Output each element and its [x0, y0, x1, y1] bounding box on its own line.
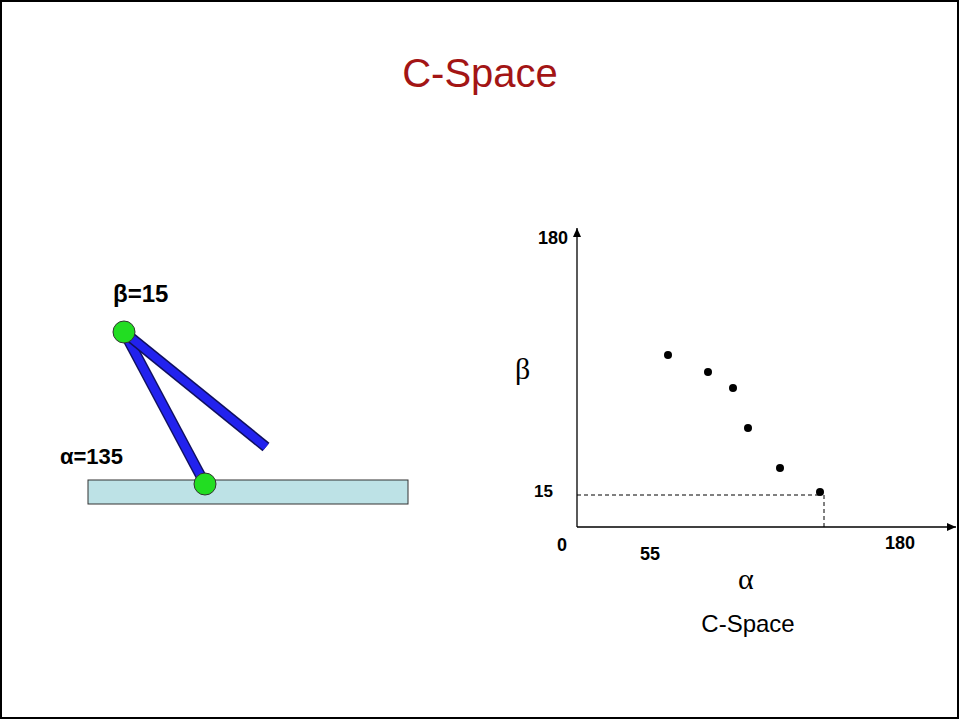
axis-name: β [515, 352, 530, 387]
config-points [664, 351, 824, 496]
axis-tick: 55 [640, 544, 660, 565]
axis-name: α [738, 562, 754, 597]
joint [113, 321, 135, 343]
y-axis [576, 228, 577, 527]
base-plate [88, 480, 408, 504]
slide-title: C-Space [402, 50, 558, 96]
guide-line [824, 495, 825, 527]
axis-tick: 180 [885, 533, 915, 554]
joint-angle-label: α=135 [60, 444, 123, 469]
joint [194, 473, 216, 495]
axis-tick: 180 [538, 228, 568, 249]
axis-tick: 0 [557, 535, 567, 556]
guide-line [577, 495, 822, 496]
axis-tick: 15 [534, 482, 553, 502]
x-axis [577, 526, 956, 527]
chart-caption: C-Space [701, 610, 794, 638]
robot-arm [113, 321, 266, 495]
joint-angle-label: β=15 [113, 280, 168, 308]
